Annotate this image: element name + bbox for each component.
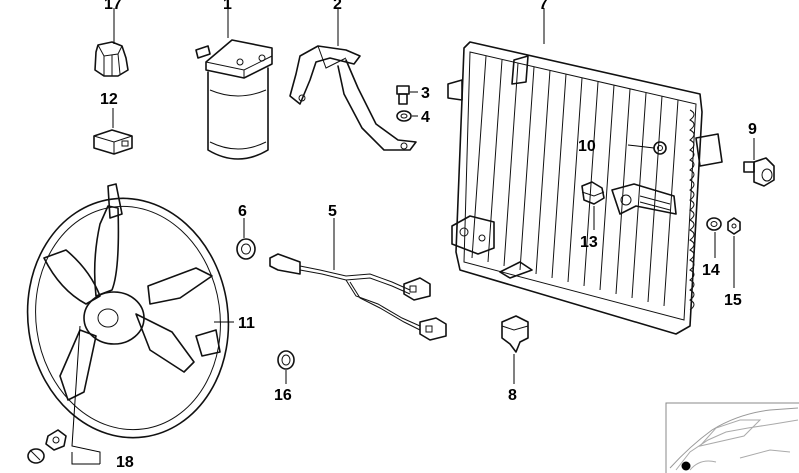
car-location-thumbnail bbox=[665, 402, 799, 473]
part-5-sensor-harness bbox=[269, 253, 447, 341]
part-15-nut bbox=[727, 217, 741, 235]
callout-8: 8 bbox=[508, 387, 517, 404]
callout-13: 13 bbox=[580, 234, 598, 251]
part-17-cap bbox=[94, 41, 129, 77]
part-7-condenser bbox=[447, 41, 723, 335]
callout-6: 6 bbox=[238, 203, 247, 220]
part-11-electric-fan bbox=[26, 183, 230, 439]
callout-18: 18 bbox=[116, 454, 134, 471]
part-8-buffer bbox=[501, 315, 529, 353]
part-2-bracket bbox=[289, 45, 417, 151]
part-3-bolt bbox=[396, 85, 410, 105]
callout-4: 4 bbox=[421, 109, 430, 126]
condenser-tube-coils bbox=[689, 109, 695, 311]
callout-17: 17 bbox=[104, 0, 122, 13]
callout-10: 10 bbox=[578, 138, 596, 155]
callout-16: 16 bbox=[274, 387, 292, 404]
part-14-washer bbox=[706, 217, 722, 231]
part-6-seal-ring bbox=[236, 238, 256, 260]
leader-lines bbox=[71, 8, 755, 465]
part-13-rubber-mount bbox=[581, 181, 605, 205]
callout-11: 11 bbox=[238, 315, 255, 332]
part-9-bushing bbox=[743, 157, 775, 187]
callout-2: 2 bbox=[333, 0, 342, 13]
callout-12: 12 bbox=[100, 91, 118, 108]
callout-labels: 17 1 2 7 3 4 12 9 10 6 5 13 14 15 11 16 … bbox=[100, 0, 757, 471]
callout-15: 15 bbox=[724, 292, 742, 309]
callout-3: 3 bbox=[421, 85, 430, 102]
part-12-block bbox=[93, 129, 133, 155]
part-10-grommet bbox=[653, 141, 667, 155]
condenser-fins bbox=[471, 55, 679, 307]
part-4-nut bbox=[396, 110, 412, 122]
part-1-receiver-drier bbox=[195, 39, 273, 160]
callout-9: 9 bbox=[748, 121, 757, 138]
callout-7: 7 bbox=[539, 0, 548, 13]
callout-1: 1 bbox=[223, 0, 232, 13]
part-18-clip bbox=[27, 429, 67, 464]
location-marker-icon bbox=[681, 461, 691, 471]
callout-5: 5 bbox=[328, 203, 337, 220]
part-16-ring bbox=[277, 350, 295, 370]
callout-14: 14 bbox=[702, 262, 720, 279]
